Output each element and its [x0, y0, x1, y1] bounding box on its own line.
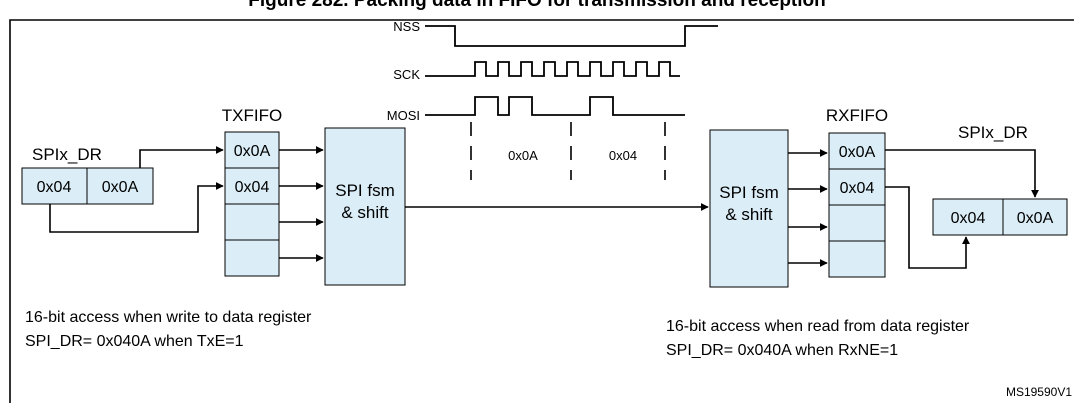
rx-side: SPI fsm & shift RXFIFO 0x0A 0x04 SPIx_DR… — [666, 106, 1068, 359]
rx-note-line2: SPI_DR= 0x040A when RxNE=1 — [666, 342, 898, 359]
rx-arrow-high-byte — [885, 186, 970, 269]
tx-register: 0x04 0x0A — [21, 167, 154, 205]
tx-fsm-label-line2: & shift — [341, 203, 389, 222]
tx-side: SPIx_DR 0x04 0x0A TXFIFO 0x0A 0x04 SPI f… — [21, 106, 406, 350]
mosi-label: MOSI — [387, 108, 420, 123]
rx-arrow-low-byte — [885, 149, 1039, 198]
nss-waveform — [425, 25, 718, 47]
mosi-byte-label-1: 0x0A — [508, 148, 538, 163]
rxfifo: 0x0A 0x04 — [828, 132, 886, 278]
rx-register-byte-low: 0x0A — [1017, 210, 1054, 227]
figure-frame — [9, 19, 1074, 403]
tx-register-byte-low: 0x0A — [102, 179, 139, 196]
nss-label: NSS — [393, 19, 420, 34]
tx-note-line2: SPI_DR= 0x040A when TxE=1 — [25, 333, 244, 350]
sck-waveform — [425, 61, 680, 77]
mosi-byte-label-2: 0x04 — [609, 148, 637, 163]
tx-fsm-label-line1: SPI fsm — [335, 181, 395, 200]
rx-register-byte-high: 0x04 — [951, 210, 986, 227]
rxfifo-entry-2: 0x04 — [840, 180, 875, 197]
tx-arrow-low-byte — [139, 146, 224, 168]
rx-fsm-label-line2: & shift — [725, 205, 773, 224]
figure-id: MS19590V1 — [1006, 385, 1072, 399]
txfifo-label: TXFIFO — [222, 106, 282, 125]
rxfifo-entry-1: 0x0A — [839, 144, 876, 161]
rxfifo-label: RXFIFO — [826, 106, 888, 125]
txfifo-entry-1: 0x0A — [234, 143, 271, 160]
figure-title: Figure 282. Packing data in FIFO for tra… — [248, 0, 826, 11]
rx-spi-fsm: SPI fsm & shift — [709, 129, 789, 288]
tx-note-line1: 16-bit access when write to data registe… — [25, 309, 312, 326]
rx-note-line1: 16-bit access when read from data regist… — [666, 318, 970, 335]
txfifo-entry-2: 0x04 — [235, 179, 270, 196]
tx-register-label: SPIx_DR — [32, 145, 102, 164]
tx-arrow-high-byte — [49, 182, 224, 233]
tx-spi-fsm: SPI fsm & shift — [324, 127, 406, 286]
rx-register-label: SPIx_DR — [958, 123, 1028, 142]
mosi-waveform — [425, 96, 685, 116]
rx-fsm-label-line1: SPI fsm — [719, 183, 779, 202]
sck-label: SCK — [393, 67, 420, 82]
txfifo: 0x0A 0x04 — [224, 131, 280, 277]
rx-register: 0x04 0x0A — [932, 198, 1068, 236]
tx-register-byte-high: 0x04 — [37, 179, 72, 196]
signal-waveforms: NSS SCK MOSI 0x0A 0x04 — [387, 19, 718, 180]
